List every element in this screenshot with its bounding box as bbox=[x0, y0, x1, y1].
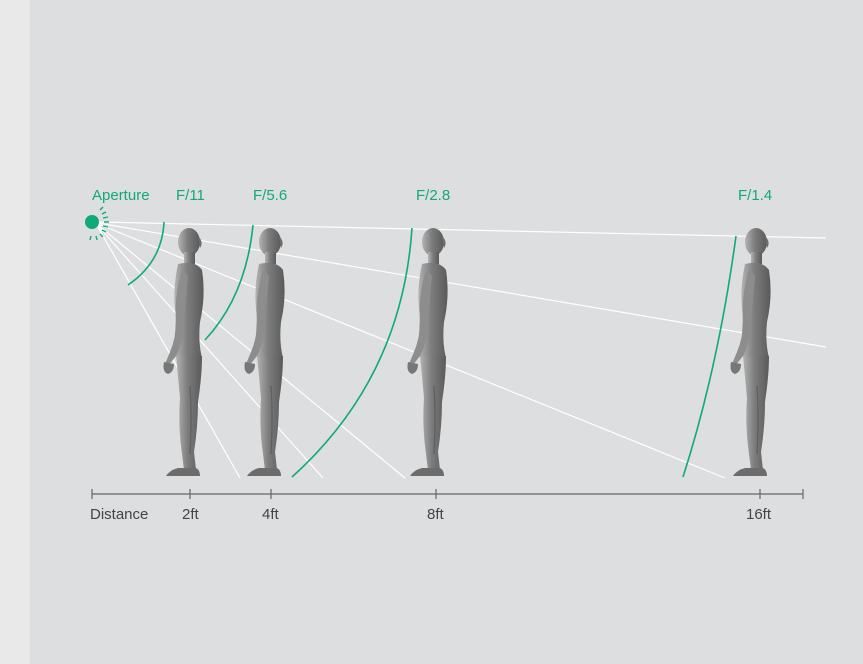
ray-line bbox=[98, 227, 240, 478]
distance-label: Distance bbox=[90, 506, 148, 523]
arc-f2-8 bbox=[292, 228, 412, 477]
distance-tick-label: 4ft bbox=[262, 506, 280, 523]
sun-core bbox=[85, 215, 99, 229]
f-stop-label: F/11 bbox=[176, 187, 205, 204]
ray-line bbox=[98, 223, 826, 347]
person-figure-4ft bbox=[245, 228, 285, 476]
f-stop-label: F/2.8 bbox=[416, 187, 450, 204]
arc-f1-4 bbox=[683, 236, 736, 477]
aperture-label: Aperture bbox=[92, 187, 150, 204]
distance-tick-label: 8ft bbox=[427, 506, 445, 523]
person-figure-2ft bbox=[164, 228, 204, 476]
f-stop-label: F/1.4 bbox=[738, 187, 772, 204]
figures bbox=[164, 228, 771, 476]
ray-line bbox=[98, 226, 323, 478]
person-figure-16ft bbox=[731, 228, 771, 476]
ray-line bbox=[98, 222, 826, 238]
distance-axis bbox=[92, 489, 803, 499]
distance-tick-label: 2ft bbox=[182, 506, 200, 523]
distance-tick-label: 16ft bbox=[746, 506, 772, 523]
f-stop-label: F/5.6 bbox=[253, 187, 287, 204]
